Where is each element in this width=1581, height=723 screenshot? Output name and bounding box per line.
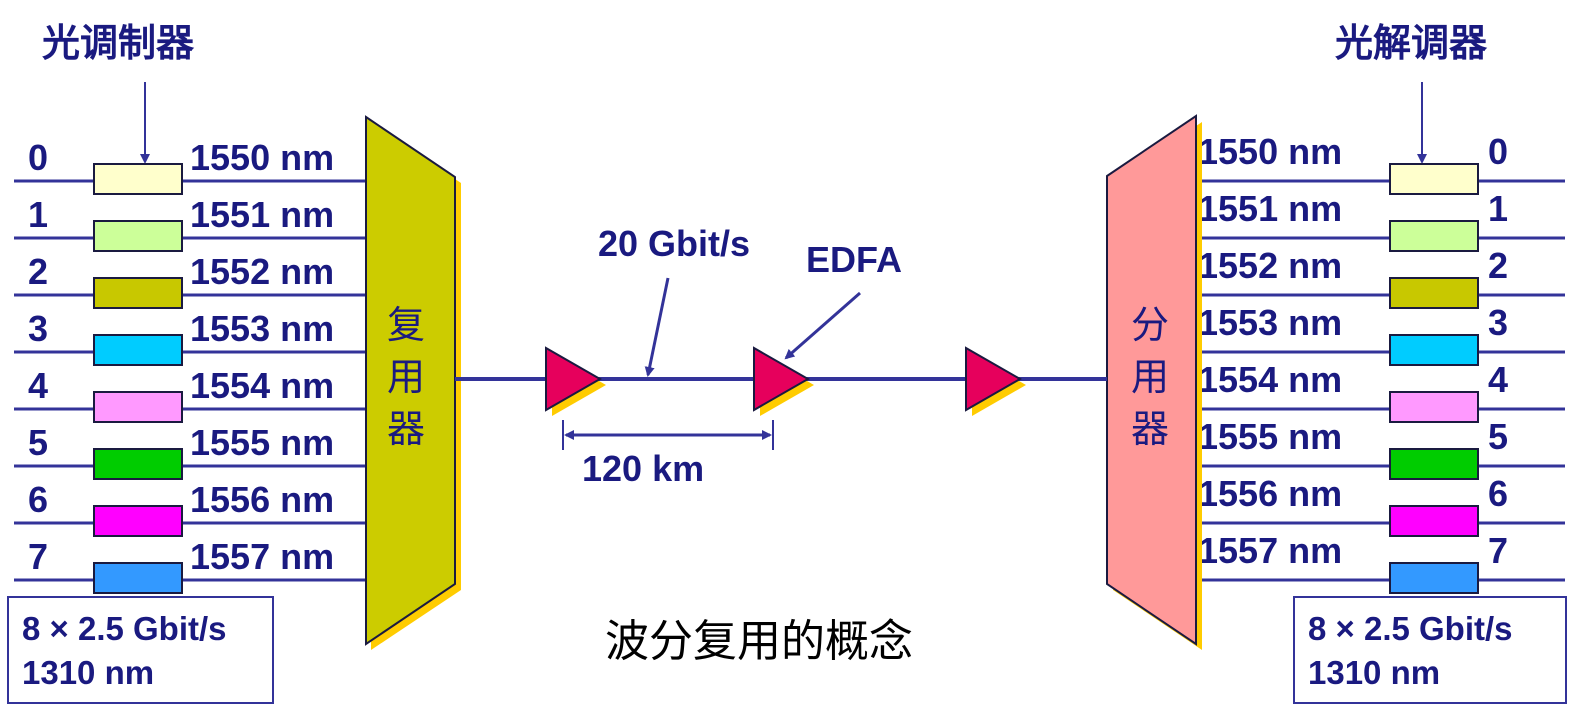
output-channel-number-7: 7 [1488,530,1508,571]
output-channel-number-4: 4 [1488,359,1508,400]
output-channel-number-3: 3 [1488,302,1508,343]
demodulator-label: 光解调器 [1335,23,1488,65]
input-channel-number-5: 5 [28,422,48,463]
output-wavelength-7: 1557 nm [1198,530,1342,571]
input-wavelength-3: 1553 nm [190,308,334,349]
demultiplexer [1106,114,1197,646]
edfa-label: EDFA [806,239,902,280]
distance-label: 120 km [582,448,704,489]
input-bitrate: 8 × 2.5 Gbit/s [22,610,227,647]
amplifier-2 [753,346,814,416]
edfa-arrow [784,291,861,360]
input-channel-number-1: 1 [28,194,48,235]
input-channel-number-3: 3 [28,308,48,349]
input-channel-number-2: 2 [28,251,48,292]
output-channel-number-1: 1 [1488,188,1508,229]
input-wavelength-1: 1551 nm [190,194,334,235]
bitrate-arrow [644,277,670,377]
output-channel-number-5: 5 [1488,416,1508,457]
modulator-3 [93,334,183,366]
modulator-4 [93,391,183,423]
demodulator-1 [1389,220,1479,252]
demodulator-2 [1389,277,1479,309]
modulator-5 [93,448,183,480]
modulator-7 [93,562,183,594]
demux-char-1: 分 [1131,305,1169,347]
output-info-box [1293,596,1567,704]
output-wavelength-0: 1550 nm [1198,131,1342,172]
input-wavelength-2: 1552 nm [190,251,334,292]
input-wavelength-0: 1550 nm [190,137,334,178]
amplifier-3 [965,346,1026,416]
multiplexer [365,115,456,646]
demodulator-7 [1389,562,1479,594]
output-channel-number-6: 6 [1488,473,1508,514]
demux-char-2: 用 [1131,357,1169,399]
output-channel-number-0: 0 [1488,131,1508,172]
modulator-0 [93,163,183,195]
mux-char-3: 器 [387,409,425,451]
input-channel-number-7: 7 [28,536,48,577]
demodulator-4 [1389,391,1479,423]
input-channel-number-4: 4 [28,365,48,406]
caption: 波分复用的概念 [605,617,913,666]
output-wavelength-6: 1556 nm [1198,473,1342,514]
demodulator-0 [1389,163,1479,195]
input-channel-number-0: 0 [28,137,48,178]
mux-char-2: 用 [387,357,425,399]
input-wavelength-7: 1557 nm [190,536,334,577]
input-channels: 0 1550 nm 1 1551 nm 2 1552 nm 3 1553 nm 4 1554 nm… [14,137,366,594]
bitrate-label: 20 Gbit/s [598,223,750,264]
demodulator-3 [1389,334,1479,366]
output-wavelength-4: 1554 nm [1198,359,1342,400]
modulator-2 [93,277,183,309]
output-wavelength-3: 1553 nm [1198,302,1342,343]
input-wavelength-6: 1556 nm [190,479,334,520]
demodulator-5 [1389,448,1479,480]
input-wavelength: 1310 nm [22,654,154,691]
output-wavelength-1: 1551 nm [1198,188,1342,229]
output-wavelength-2: 1552 nm [1198,245,1342,286]
output-bitrate: 8 × 2.5 Gbit/s [1308,610,1513,647]
amplifier-1 [545,346,606,416]
mux-char-1: 复 [387,305,425,347]
modulator-label: 光调制器 [42,23,195,65]
input-wavelength-5: 1555 nm [190,422,334,463]
output-channels: 1550 nm 0 1551 nm 1 1552 nm 2 1553 nm 3 1554 nm 4… [1196,131,1565,594]
modulator-1 [93,220,183,252]
input-channel-number-6: 6 [28,479,48,520]
input-info-box [7,596,274,704]
output-wavelength-5: 1555 nm [1198,416,1342,457]
modulator-6 [93,505,183,537]
output-wavelength: 1310 nm [1308,654,1440,691]
output-channel-number-2: 2 [1488,245,1508,286]
demodulator-6 [1389,505,1479,537]
input-wavelength-4: 1554 nm [190,365,334,406]
demux-char-3: 器 [1131,409,1169,451]
